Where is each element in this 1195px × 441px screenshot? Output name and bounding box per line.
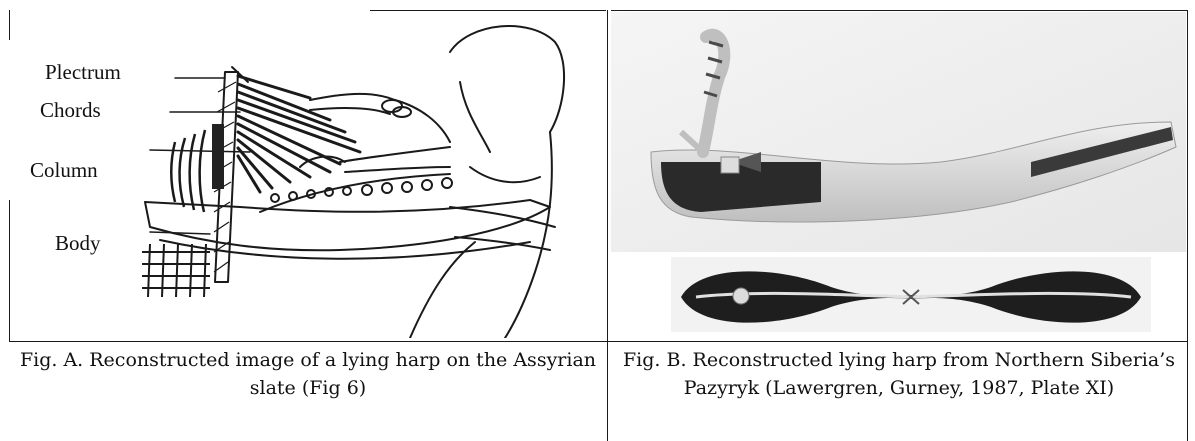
label-column: Column bbox=[30, 158, 98, 183]
figure-b-caption: Fig. B. Reconstructed lying harp from No… bbox=[616, 346, 1182, 402]
label-body: Body bbox=[55, 231, 101, 256]
table-center-divider bbox=[607, 10, 608, 441]
figure-b-photo bbox=[611, 12, 1186, 338]
table-top-border-left bbox=[370, 10, 606, 11]
figure-a-drawing: Plectrum Chords Column Body bbox=[10, 12, 606, 338]
figure-a-caption: Fig. A. Reconstructed image of a lying h… bbox=[18, 346, 598, 402]
label-plectrum: Plectrum bbox=[45, 60, 121, 85]
pazyryk-harp-photo bbox=[611, 12, 1186, 338]
table-row-divider bbox=[9, 341, 1188, 342]
table-right-border bbox=[1187, 10, 1188, 441]
table-top-border bbox=[611, 10, 1187, 11]
label-chords: Chords bbox=[40, 98, 101, 123]
